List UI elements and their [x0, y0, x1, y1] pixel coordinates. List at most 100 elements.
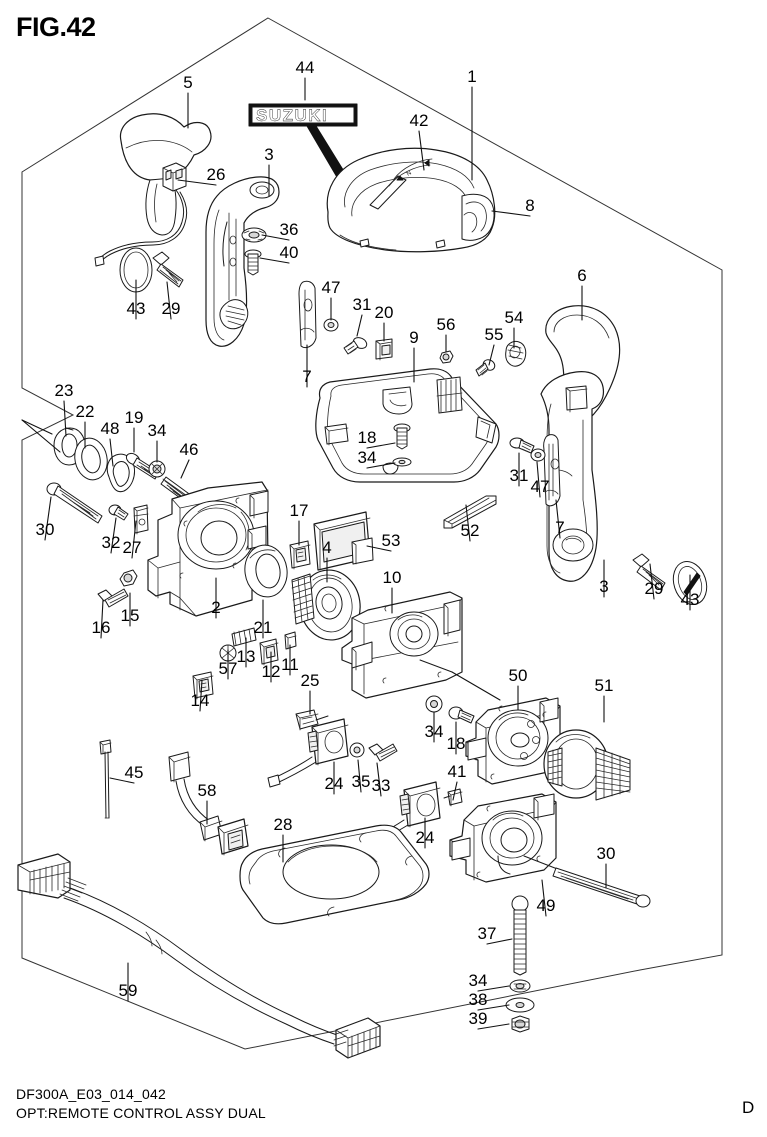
footer-text: DF300A_E03_014_042 OPT:REMOTE CONTROL AS…	[16, 1085, 266, 1123]
callout-number: 47	[322, 278, 341, 297]
callout-12: 12	[262, 651, 280, 683]
callout-number: 59	[119, 981, 138, 1000]
leader-line	[180, 459, 190, 479]
part-34-washer-stack	[509, 979, 531, 993]
callout-18: 18	[447, 721, 465, 755]
callout-number: 32	[102, 533, 121, 552]
callout-number: 9	[409, 328, 418, 347]
callout-number: 33	[372, 776, 391, 795]
callout-27: 27	[123, 520, 141, 559]
callout-number: 37	[478, 924, 497, 943]
callout-number: 39	[469, 1009, 488, 1028]
leader-23-fork2	[21, 419, 61, 453]
part-2-main-housing	[147, 481, 269, 617]
leader-line	[477, 1004, 510, 1011]
leader-line	[486, 938, 513, 945]
callout-31: 31	[353, 295, 371, 337]
diagram-border	[21, 17, 723, 1050]
callout-47: 47	[322, 278, 341, 321]
callout-number: 43	[127, 299, 146, 318]
callout-45: 45	[109, 763, 143, 784]
leader-line	[44, 496, 52, 541]
callout-number: 38	[469, 990, 488, 1009]
leader-line	[63, 400, 67, 437]
callout-number: 6	[577, 266, 586, 285]
part-15-nut	[119, 569, 138, 587]
callout-number: 46	[180, 440, 199, 459]
callout-number: 20	[375, 303, 394, 322]
part-30-long-bolt-left	[46, 482, 103, 524]
shift-indicator-marks: N	[388, 158, 433, 187]
leader-line	[109, 438, 114, 467]
callout-number: 13	[237, 647, 256, 666]
callout-number: 51	[595, 676, 614, 695]
callout-29: 29	[645, 563, 663, 600]
callout-44: 44	[296, 58, 314, 101]
callout-34: 34	[148, 421, 166, 463]
part-32-screw	[108, 504, 129, 521]
callout-2: 2	[211, 577, 221, 619]
leader-line	[376, 762, 382, 797]
part-27-bracket	[133, 504, 149, 535]
figure-caption: OPT:REMOTE CONTROL ASSY DUAL	[16, 1105, 266, 1121]
callout-13: 13	[237, 637, 256, 668]
callout-52: 52	[461, 504, 480, 542]
callout-7: 7	[555, 499, 565, 539]
callout-37: 37	[478, 924, 513, 945]
callout-43: 43	[127, 279, 146, 320]
part-33-screw	[368, 743, 398, 762]
callout-number: 35	[352, 772, 371, 791]
callout-number: 18	[358, 428, 377, 447]
callout-1: 1	[467, 67, 477, 181]
leader-line	[109, 777, 135, 784]
callout-number: 52	[461, 521, 480, 540]
part-13-spring	[231, 627, 257, 647]
callout-number: 22	[76, 402, 95, 421]
leader-line	[356, 314, 363, 337]
callout-48: 48	[101, 419, 120, 467]
callout-42: 42	[410, 111, 428, 171]
leader-line	[477, 1023, 510, 1030]
leader-line	[536, 461, 541, 498]
callout-54: 54	[505, 308, 524, 349]
part-54-grommet	[505, 341, 527, 367]
part-59-wire-harness	[17, 853, 381, 1059]
callout-number: 10	[383, 568, 402, 587]
callout-number: 48	[101, 419, 120, 438]
part-55-screw	[475, 359, 496, 377]
callout-number: 4	[322, 538, 331, 557]
callout-25: 25	[301, 671, 320, 715]
leader-line	[465, 504, 471, 542]
part-10-bracket-frame	[341, 591, 463, 699]
leader-line	[491, 210, 531, 217]
page-title: FIG.42	[16, 12, 96, 42]
callout-10: 10	[383, 568, 402, 614]
part-18-bolt-case	[393, 423, 411, 450]
callout-number: 34	[425, 722, 444, 741]
callout-22: 22	[76, 402, 95, 449]
callout-number: 3	[599, 577, 608, 596]
callout-53: 53	[366, 531, 400, 552]
callout-number: 34	[358, 448, 377, 467]
callout-number: 24	[325, 774, 344, 793]
callout-24: 24	[416, 817, 434, 849]
callout-number: 25	[301, 671, 320, 690]
callout-24: 24	[325, 761, 344, 795]
leader-line	[366, 545, 392, 552]
callout-3: 3	[264, 145, 274, 197]
leader-10-group	[451, 671, 501, 701]
leader-line	[555, 499, 561, 539]
callout-26: 26	[177, 165, 225, 186]
part-50-cam-housing	[465, 697, 561, 785]
part-4-gear-pulley	[291, 569, 361, 641]
callout-29: 29	[162, 281, 180, 320]
callout-number: 50	[509, 666, 528, 685]
leader-line	[488, 344, 495, 366]
part-38-washer-flat	[505, 997, 535, 1013]
callout-number: 49	[537, 896, 556, 915]
callout-34: 34	[358, 448, 396, 469]
callout-8: 8	[491, 196, 535, 217]
callout-21: 21	[254, 599, 272, 639]
part-28-gasket-plate	[239, 824, 430, 925]
callout-number: 54	[505, 308, 524, 327]
